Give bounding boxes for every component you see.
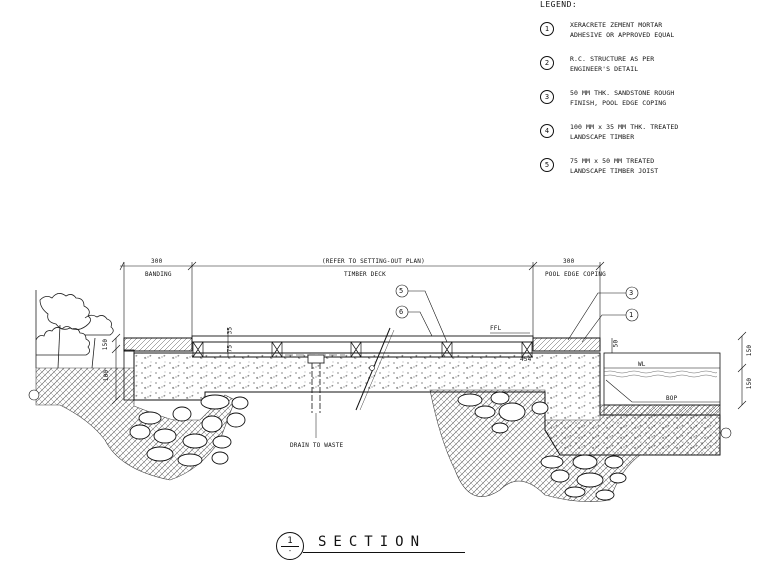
section-sheet: - <box>287 547 293 555</box>
bop-label: BOP <box>666 395 678 402</box>
wl-label: WL <box>638 361 646 368</box>
dim-75: 75 <box>226 344 234 353</box>
legend-item: 5 75 MM x 50 MM TREATED LANDSCAPE TIMBER… <box>540 156 755 190</box>
legend-item-line: ADHESIVE OR APPROVED EQUAL <box>570 31 675 39</box>
zone-banding: BANDING <box>145 271 172 278</box>
dim-left: 300 <box>151 258 163 265</box>
legend-item-line: LANDSCAPE TIMBER <box>570 133 635 141</box>
legend-item: 2 R.C. STRUCTURE AS PER ENGINEER'S DETAI… <box>540 54 755 88</box>
dimension-lines <box>28 261 747 439</box>
legend-item: 3 50 MM THK. SANDSTONE ROUGH FINISH, POO… <box>540 88 755 122</box>
legend-item-line: R.C. STRUCTURE AS PER <box>570 55 655 63</box>
legend-item-number: 1 <box>540 22 554 36</box>
zone-timber-deck: TIMBER DECK <box>344 271 386 278</box>
legend-item-number: 2 <box>540 56 554 70</box>
pool <box>603 352 721 416</box>
legend-item-number: 5 <box>540 158 554 172</box>
legend-item-text: R.C. STRUCTURE AS PER ENGINEER'S DETAIL <box>570 54 680 74</box>
shrub <box>35 290 114 369</box>
legend-item-line: 50 MM THK. SANDSTONE ROUGH <box>570 89 675 97</box>
ffl-label: FFL <box>490 325 502 332</box>
section-title-underline <box>303 552 465 553</box>
copings <box>123 337 601 401</box>
legend-item-line: XERACRETE ZEMENT MORTAR <box>570 21 663 29</box>
dim-middle: (REFER TO SETTING-OUT PLAN) <box>322 258 425 265</box>
legend-item-line: LANDSCAPE TIMBER JOIST <box>570 167 659 175</box>
callout-leaders <box>395 284 639 343</box>
legend-item: 1 XERACRETE ZEMENT MORTAR ADHESIVE OR AP… <box>540 20 755 54</box>
callout-1: 1 <box>629 311 634 319</box>
legend-item-text: XERACRETE ZEMENT MORTAR ADHESIVE OR APPR… <box>570 20 680 40</box>
section-number-bubble: 1 - <box>276 532 304 560</box>
dim-50-pool: 50 <box>612 339 620 348</box>
callout-5: 5 <box>399 287 404 295</box>
section-number-divider <box>281 546 299 547</box>
legend-item-number: 4 <box>540 124 554 138</box>
pebbles <box>129 391 627 501</box>
drain-label: DRAIN TO WASTE <box>290 442 344 449</box>
legend-item-text: 100 MM x 35 MM THK. TREATED LANDSCAPE TI… <box>570 122 680 142</box>
drain-pipe <box>307 327 395 438</box>
timber-deck <box>191 335 534 358</box>
dim-150-left: 150 <box>102 338 110 351</box>
callout-3: 3 <box>629 289 634 297</box>
callout-6: 6 <box>399 308 404 316</box>
zone-pool-edge-coping: POOL EDGE COPING <box>545 271 606 278</box>
dim-454: 454 <box>520 356 532 363</box>
legend-title: LEGEND: <box>540 0 578 9</box>
legend-item: 4 100 MM x 35 MM THK. TREATED LANDSCAPE … <box>540 122 755 156</box>
legend: LEGEND: 1 XERACRETE ZEMENT MORTAR ADHESI… <box>540 0 755 190</box>
dim-right: 300 <box>563 258 575 265</box>
dim-150-right-b: 150 <box>746 377 754 390</box>
legend-item-number: 3 <box>540 90 554 104</box>
legend-item-line: ENGINEER'S DETAIL <box>570 65 639 73</box>
dim-150-right-a: 150 <box>746 344 754 357</box>
legend-item-line: 100 MM x 35 MM THK. TREATED <box>570 123 679 131</box>
section-title: SECTION <box>318 534 427 550</box>
legend-item-text: 50 MM THK. SANDSTONE ROUGH FINISH, POOL … <box>570 88 680 108</box>
section-number: 1 <box>287 536 293 546</box>
legend-item-line: 75 MM x 50 MM TREATED <box>570 157 655 165</box>
legend-item-line: FINISH, POOL EDGE COPING <box>570 99 667 107</box>
dim-35: 35 <box>226 326 234 335</box>
legend-item-text: 75 MM x 50 MM TREATED LANDSCAPE TIMBER J… <box>570 156 680 176</box>
dim-100-left: 100 <box>103 369 111 382</box>
